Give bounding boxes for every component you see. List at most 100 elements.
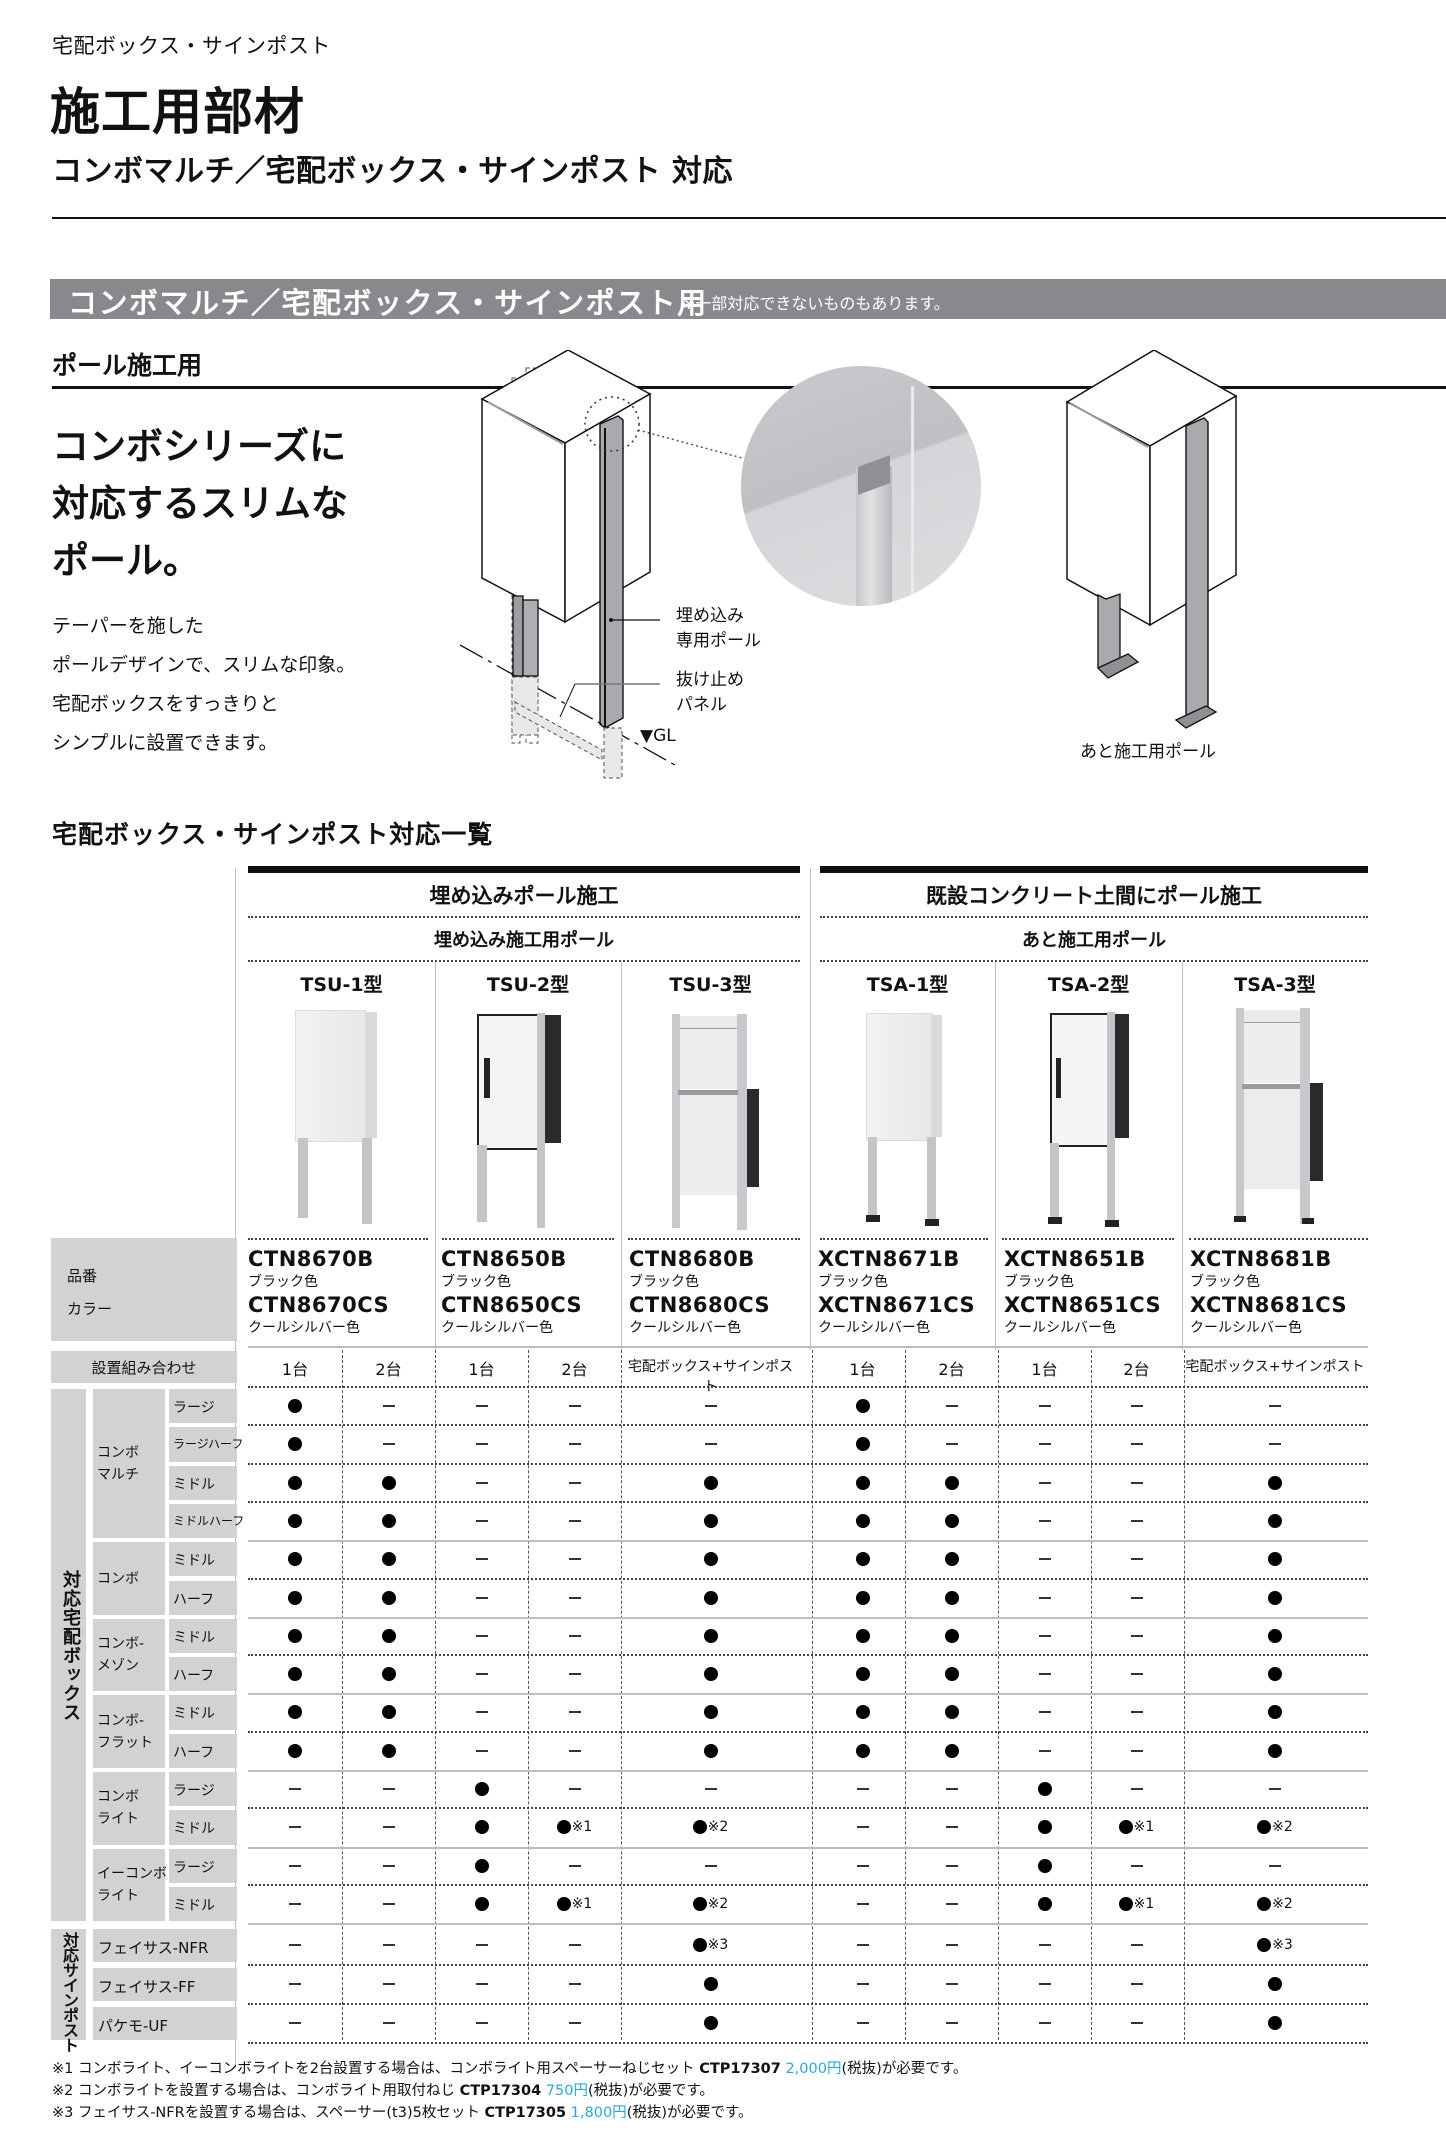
compat-cell [905,1816,998,1838]
supported-dot-icon [703,1705,718,1720]
supported-dot-icon [381,1628,396,1643]
not-supported-dash-icon [704,1864,717,1867]
compat-cell [528,1625,621,1647]
supported-dot-icon [288,1399,302,1413]
column-divider [995,962,996,1350]
not-supported-dash-icon [1130,2022,1143,2024]
description-line: シンプルに設置できます。 [52,732,278,754]
row-rule [248,1693,1368,1696]
supported-dot-icon [474,1858,489,1873]
label-size: ラージ [173,1783,215,1799]
not-supported-dash-icon [382,1902,395,1905]
supported-dot-icon [703,2016,718,2030]
label-part-number: 品番 [67,1267,98,1285]
compat-cell [998,1778,1091,1800]
breadcrumb: 宅配ボックス・サインポスト [52,34,331,58]
compat-cell [435,1510,528,1532]
label-size: ハーフ [173,1591,215,1608]
compat-cell [1182,1973,1368,1995]
dotted-rule [1002,1238,1174,1240]
compat-cell [998,1395,1091,1417]
product-cell-tsa3: XCTN8681B ブラック色 XCTN8681CS クールシルバー色 [1190,1247,1348,1336]
supported-dot-icon [288,1552,302,1567]
label-signpost: パケモ-UF [98,2017,169,2035]
label-cell-signpost [93,2007,237,2040]
not-supported-dash-icon [945,1902,958,1905]
compat-cell: ※1 [1091,1893,1182,1915]
dotted-rule [248,2003,1368,2005]
not-supported-dash-icon [945,2022,958,2024]
supported-dot-icon [855,1437,870,1452]
compat-cell [905,1510,998,1532]
supported-dot-icon [288,1743,302,1758]
not-supported-dash-icon [568,1634,581,1637]
label-signpost: フェイサス-NFR [98,1939,209,1957]
compat-cell [1091,1433,1182,1455]
compat-cell [1091,1778,1182,1800]
label-cell-size [169,1580,237,1615]
compat-cell [905,1973,998,1995]
label-cell-size [169,1542,237,1577]
compat-cell [1091,1472,1182,1494]
compat-cell [621,1587,800,1609]
footnote-ref: ※1 [571,1819,593,1836]
compat-cell [528,1510,621,1532]
supported-dot-icon [381,1513,396,1528]
compat-cell [248,2012,342,2034]
label-cell-size [169,1618,237,1654]
combination-cell: 宅配ボックス+サインポスト [1185,1359,1365,1375]
compat-cell [1091,1587,1182,1609]
not-supported-dash-icon [382,1864,395,1867]
compat-cell [1182,1587,1368,1609]
compat-cell [435,1395,528,1417]
not-supported-dash-icon [1038,1519,1051,1522]
compat-cell [342,1855,435,1877]
not-supported-dash-icon [1269,1443,1281,1446]
supported-dot-icon [1037,1858,1052,1873]
label-size: ラージ [173,1859,215,1876]
compat-cell [342,1472,435,1494]
compat-cell [342,1395,435,1417]
combination-cell: 2台 [561,1360,588,1379]
label-sign-section: 対応サインポスト [60,1932,79,2052]
retrofit-pole-diagram [1065,350,1238,729]
not-supported-dash-icon [1038,1944,1051,1946]
supported-dot-icon [703,1977,718,1991]
not-supported-dash-icon [1130,1673,1143,1676]
compat-cell [528,1701,621,1723]
ground-line-label: ▼GL [640,726,676,746]
not-supported-dash-icon [382,1405,395,1407]
compat-cell [621,1472,800,1494]
label-combination: 設置組み合わせ [91,1359,197,1377]
compat-cell [1182,1433,1368,1455]
supported-dot-icon [1268,1667,1282,1682]
compat-cell [248,1510,342,1532]
compat-cell [435,1663,528,1685]
supported-dot-icon [703,1628,718,1643]
compat-cell [435,1893,528,1915]
anti-pull-panel-label: 抜け止め パネル [676,670,744,715]
compat-cell [905,1778,998,1800]
not-supported-dash-icon [1130,1519,1143,1522]
not-supported-dash-icon [945,1443,958,1446]
not-supported-dash-icon [568,1519,581,1522]
compat-cell [905,1472,998,1494]
supported-dot-icon [703,1743,718,1758]
compat-cell [342,1701,435,1723]
compat-cell [1182,2012,1368,2034]
footnote-1: ※1 コンボライト、イーコンボライトを2台設置する場合は、コンボライト用スペーサ… [52,2061,968,2077]
type-header-tsa2: TSA-2型 [1047,974,1130,996]
supported-dot-icon [1268,2016,1282,2030]
catch-line: ポール。 [52,539,200,582]
footnote-ref: ※1 [571,1895,593,1912]
label-box-section: 対応宅配ボックス [60,1570,81,1722]
compat-cell [998,1893,1091,1915]
supported-dot-icon [288,1475,302,1490]
supported-dot-icon [944,1590,959,1605]
header-divider [52,217,1446,219]
supported-dot-icon [944,1743,959,1758]
product-cell-tsu1: CTN8670B ブラック色 CTN8670CS クールシルバー色 [248,1247,390,1336]
compat-cell [1091,1663,1182,1685]
label-cell-part-number [51,1238,237,1341]
dotted-rule [820,916,1368,918]
